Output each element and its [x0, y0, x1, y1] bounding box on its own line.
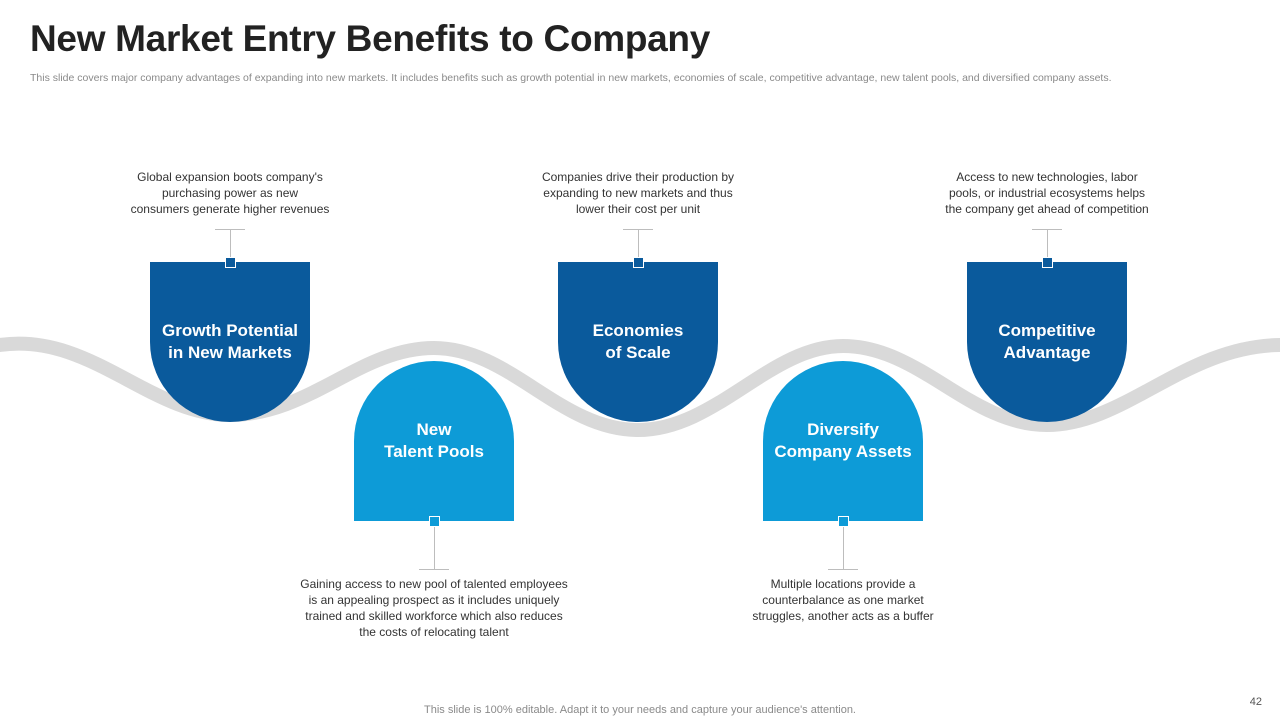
benefit-description: Access to new technologies, labor pools,…	[945, 170, 1149, 216]
page-subtitle: This slide covers major company advantag…	[30, 72, 1112, 84]
connector-tick	[828, 569, 858, 570]
benefit-card-growth-potential: Growth Potential in New Markets	[150, 262, 310, 422]
connector-dot	[1042, 257, 1053, 268]
connector-line	[638, 229, 639, 262]
connector-line	[843, 521, 844, 569]
benefit-description: Gaining access to new pool of talented e…	[300, 577, 568, 639]
benefit-card-diversify-assets: Diversify Company Assets	[763, 361, 923, 521]
page-number: 42	[1249, 696, 1262, 708]
connector-tick	[215, 229, 245, 230]
connector-line	[1047, 229, 1048, 262]
connector-dot	[838, 516, 849, 527]
benefit-card-label: Competitive Advantage	[998, 321, 1096, 362]
benefit-description: Global expansion boots company's purchas…	[130, 170, 330, 216]
benefit-card-competitive-advantage: Competitive Advantage	[967, 262, 1127, 422]
benefit-card-new-talent-pools: New Talent Pools	[354, 361, 514, 521]
benefit-card-label: Economies of Scale	[592, 321, 684, 362]
benefit-card-economies-of-scale: Economies of Scale	[558, 262, 718, 422]
connector-line	[230, 229, 231, 262]
benefit-description: Companies drive their production by expa…	[541, 170, 735, 216]
connector-dot	[429, 516, 440, 527]
connector-tick	[623, 229, 653, 230]
benefit-description: Multiple locations provide a counterbala…	[752, 577, 934, 623]
benefit-card-label: Growth Potential in New Markets	[162, 321, 298, 362]
footer-note: This slide is 100% editable. Adapt it to…	[424, 704, 856, 716]
connector-tick	[1032, 229, 1062, 230]
connector-dot	[633, 257, 644, 268]
benefit-card-label: New Talent Pools	[384, 420, 484, 461]
connector-line	[434, 521, 435, 569]
connector-dot	[225, 257, 236, 268]
page-title: New Market Entry Benefits to Company	[30, 18, 711, 59]
connector-tick	[419, 569, 449, 570]
benefit-card-label: Diversify Company Assets	[774, 420, 912, 461]
